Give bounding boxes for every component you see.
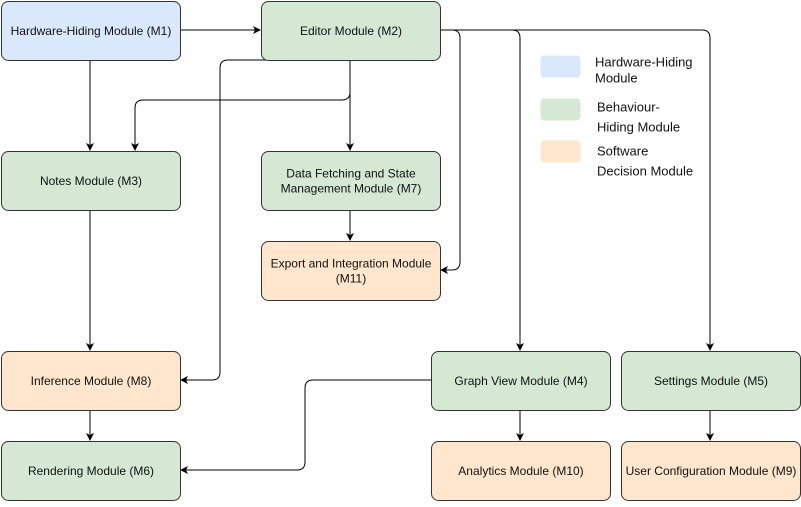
legend-label-hardware: Module bbox=[595, 71, 638, 86]
legend-swatch-behaviour bbox=[540, 98, 581, 121]
module-node-m6[interactable]: Rendering Module (M6) bbox=[1, 441, 181, 501]
module-node-m10[interactable]: Analytics Module (M10) bbox=[431, 441, 611, 501]
module-box-m8 bbox=[1, 351, 181, 411]
legend-label-software: Decision Module bbox=[597, 164, 693, 179]
edge-m2-to-m4 bbox=[440, 29, 524, 351]
module-label-m3: Notes Module (M3) bbox=[40, 174, 142, 188]
module-label-m1: Hardware-Hiding Module (M1) bbox=[11, 24, 172, 38]
module-node-m4[interactable]: Graph View Module (M4) bbox=[431, 351, 611, 411]
module-label-m5: Settings Module (M5) bbox=[654, 374, 768, 388]
module-node-m9[interactable]: User Configuration Module (M9) bbox=[621, 441, 801, 501]
edge-m4-to-m6 bbox=[180, 379, 431, 474]
module-node-m2[interactable]: Editor Module (M2) bbox=[261, 1, 441, 61]
module-label-m2: Editor Module (M2) bbox=[300, 24, 402, 38]
module-box-m10 bbox=[431, 441, 611, 501]
edge-m2-to-m11 bbox=[440, 29, 461, 274]
module-box-m11 bbox=[261, 241, 441, 301]
module-box-m3 bbox=[1, 151, 181, 211]
module-node-m11[interactable]: Export and Integration Module(M11) bbox=[261, 241, 441, 301]
module-label-m8: Inference Module (M8) bbox=[31, 374, 152, 388]
module-label-m9: User Configuration Module (M9) bbox=[626, 464, 797, 478]
module-label-m10: Analytics Module (M10) bbox=[458, 464, 583, 478]
edges-layer bbox=[86, 26, 714, 474]
legend-label-behaviour: Behaviour- bbox=[597, 100, 660, 115]
module-label-m7: Data Fetching and State bbox=[286, 167, 416, 181]
module-box-m1 bbox=[1, 1, 181, 61]
legend-label-hardware: Hardware-Hiding bbox=[595, 55, 693, 70]
legend-label-behaviour: Hiding Module bbox=[597, 120, 680, 135]
module-box-m2 bbox=[261, 1, 441, 61]
legend-item-behaviour: Behaviour- Hiding Module bbox=[540, 98, 680, 135]
module-label-m11: (M11) bbox=[336, 272, 366, 286]
module-label-m6: Rendering Module (M6) bbox=[28, 464, 154, 478]
edge-m2-to-m5 bbox=[440, 29, 714, 351]
module-label-m7: Management Module (M7) bbox=[281, 182, 422, 196]
legend-label-software: Software bbox=[597, 144, 648, 159]
legend-swatch-software bbox=[540, 140, 581, 163]
module-node-m8[interactable]: Inference Module (M8) bbox=[1, 351, 181, 411]
module-node-m1[interactable]: Hardware-Hiding Module (M1) bbox=[1, 1, 181, 61]
legend-swatch-hardware bbox=[540, 55, 581, 78]
edge-m2-to-m3 bbox=[131, 60, 351, 151]
module-box-m4 bbox=[431, 351, 611, 411]
module-label-m11: Export and Integration Module bbox=[271, 257, 432, 271]
module-box-m6 bbox=[1, 441, 181, 501]
module-node-m3[interactable]: Notes Module (M3) bbox=[1, 151, 181, 211]
module-node-m5[interactable]: Settings Module (M5) bbox=[621, 351, 801, 411]
module-box-m7 bbox=[261, 151, 441, 211]
edge-m2-to-m8 bbox=[180, 59, 350, 384]
module-label-m4: Graph View Module (M4) bbox=[454, 374, 587, 388]
